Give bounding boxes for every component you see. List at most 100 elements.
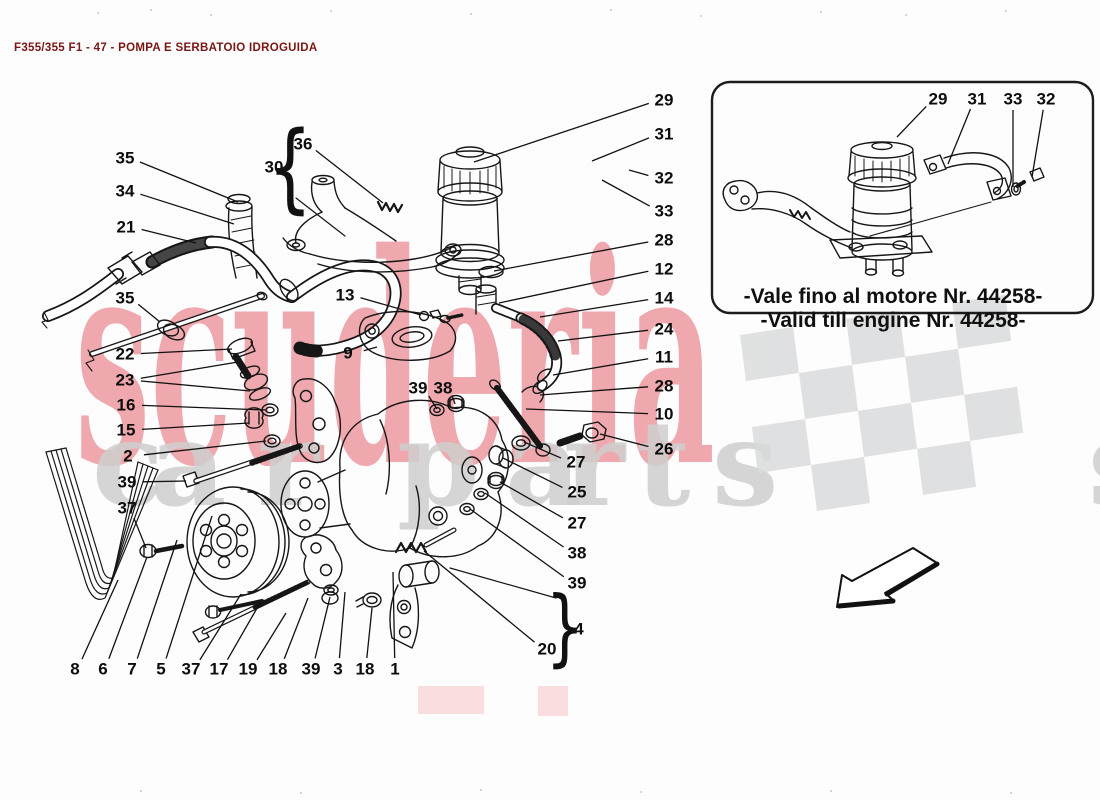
- pipe-clamp: [162, 323, 186, 341]
- hose-clamp: [227, 193, 251, 205]
- watermark-letters: carpartss: [92, 394, 1100, 533]
- callout-brace: }: [546, 579, 585, 676]
- watermark-letter: r: [563, 394, 627, 533]
- pipe-hatching: [230, 215, 257, 269]
- svg-text:}: }: [546, 579, 585, 676]
- small-bolt: [418, 309, 464, 324]
- callout-label-33: 33: [655, 202, 674, 221]
- callout-label-39: 39: [409, 379, 428, 398]
- nut: [487, 471, 505, 490]
- pump-body: [338, 399, 509, 558]
- washer: [511, 435, 531, 451]
- banjo-bolt-stack: [227, 337, 272, 401]
- leader-line: [140, 380, 251, 392]
- callout-label-14: 14: [655, 289, 674, 308]
- flag-cell: [905, 348, 965, 403]
- leader-line: [366, 607, 373, 659]
- callout-label-9: 9: [343, 344, 352, 363]
- leader-line: [256, 612, 287, 661]
- callout-label-32: 32: [1037, 90, 1056, 109]
- leader-line: [557, 329, 649, 342]
- nut: [447, 394, 465, 413]
- callout-label-39: 39: [118, 473, 137, 492]
- callout-label-28: 28: [655, 231, 674, 250]
- callout-label-36: 36: [294, 135, 313, 154]
- o-ring: [478, 265, 504, 279]
- return-hose: [515, 312, 563, 395]
- ragged-end: [41, 311, 49, 329]
- callout-label-34: 34: [116, 182, 135, 201]
- flag-cell: [740, 326, 800, 382]
- leader-line: [141, 228, 197, 244]
- watermark-remnant: [418, 686, 484, 714]
- callout-label-31: 31: [968, 90, 987, 109]
- callout-label-12: 12: [655, 260, 674, 279]
- leader-line: [314, 596, 331, 659]
- return-pipe: [85, 291, 268, 372]
- leader-line: [525, 408, 649, 415]
- callout-label-4: 4: [574, 620, 584, 639]
- flag-cell: [952, 294, 1012, 349]
- long-bolt: [182, 443, 303, 488]
- flag-cell: [846, 310, 906, 365]
- callout-label-25: 25: [568, 483, 587, 502]
- leader-line: [392, 571, 396, 659]
- leader-line: [552, 358, 649, 376]
- washer: [429, 403, 445, 417]
- hex-bolt: [139, 543, 185, 559]
- leader-line: [947, 108, 972, 165]
- flag-cell: [917, 440, 977, 495]
- checkered-flag: [740, 294, 1024, 512]
- long-stud: [192, 579, 311, 643]
- leader-line: [473, 102, 649, 163]
- callout-brace: {: [268, 110, 313, 223]
- flag-cell: [810, 456, 870, 512]
- reservoir: [435, 146, 505, 296]
- flag-cell: [751, 418, 811, 474]
- inset-note-line2: -Valid till engine Nr. 44258-: [761, 309, 1026, 332]
- callout-label-32: 32: [655, 169, 674, 188]
- leader-line: [484, 492, 564, 548]
- scan-noise: [97, 9, 1012, 794]
- hose-end-ring: [225, 200, 253, 212]
- leader-line: [137, 303, 161, 323]
- callout-label-11: 11: [655, 348, 673, 367]
- group-leader: [449, 567, 557, 599]
- direction-arrow: [836, 547, 940, 609]
- pipe-wall: [251, 206, 258, 279]
- callout-label-18: 18: [356, 660, 375, 679]
- callout-label-1: 1: [390, 660, 399, 679]
- callout-label-30: 30: [265, 158, 284, 177]
- leader-line: [451, 396, 456, 405]
- rear-bracket: [389, 560, 440, 649]
- leader-line: [136, 539, 178, 659]
- group-leader: [295, 197, 346, 237]
- tension-spring: [394, 527, 457, 554]
- leader-line: [896, 106, 927, 138]
- leader-line: [143, 440, 267, 456]
- leader-line: [141, 422, 250, 431]
- watermark-remnant: [538, 686, 568, 716]
- washer: [323, 584, 339, 596]
- leader-line: [81, 579, 119, 660]
- callout-label-20: 20: [538, 640, 557, 659]
- inset-panel: -Vale fino al motore Nr. 44258- -Valid t…: [710, 80, 1095, 332]
- washer-hole: [327, 587, 335, 593]
- leader-line: [502, 457, 563, 488]
- callout-label-35: 35: [116, 289, 135, 308]
- hex-bolt: [204, 599, 264, 619]
- washer-hole: [477, 490, 485, 498]
- callout-label-38: 38: [434, 379, 453, 398]
- leader-line: [140, 361, 239, 379]
- callout-label-5: 5: [156, 660, 165, 679]
- watermark-letter: r: [257, 394, 321, 533]
- pressure-hose: [41, 235, 402, 358]
- leader-line: [523, 441, 562, 459]
- callout-label-18: 18: [269, 660, 288, 679]
- leader-line: [601, 179, 651, 207]
- watermark-letter: p: [397, 394, 480, 533]
- main-assembly-art: [41, 146, 607, 649]
- callout-label-35: 35: [116, 149, 135, 168]
